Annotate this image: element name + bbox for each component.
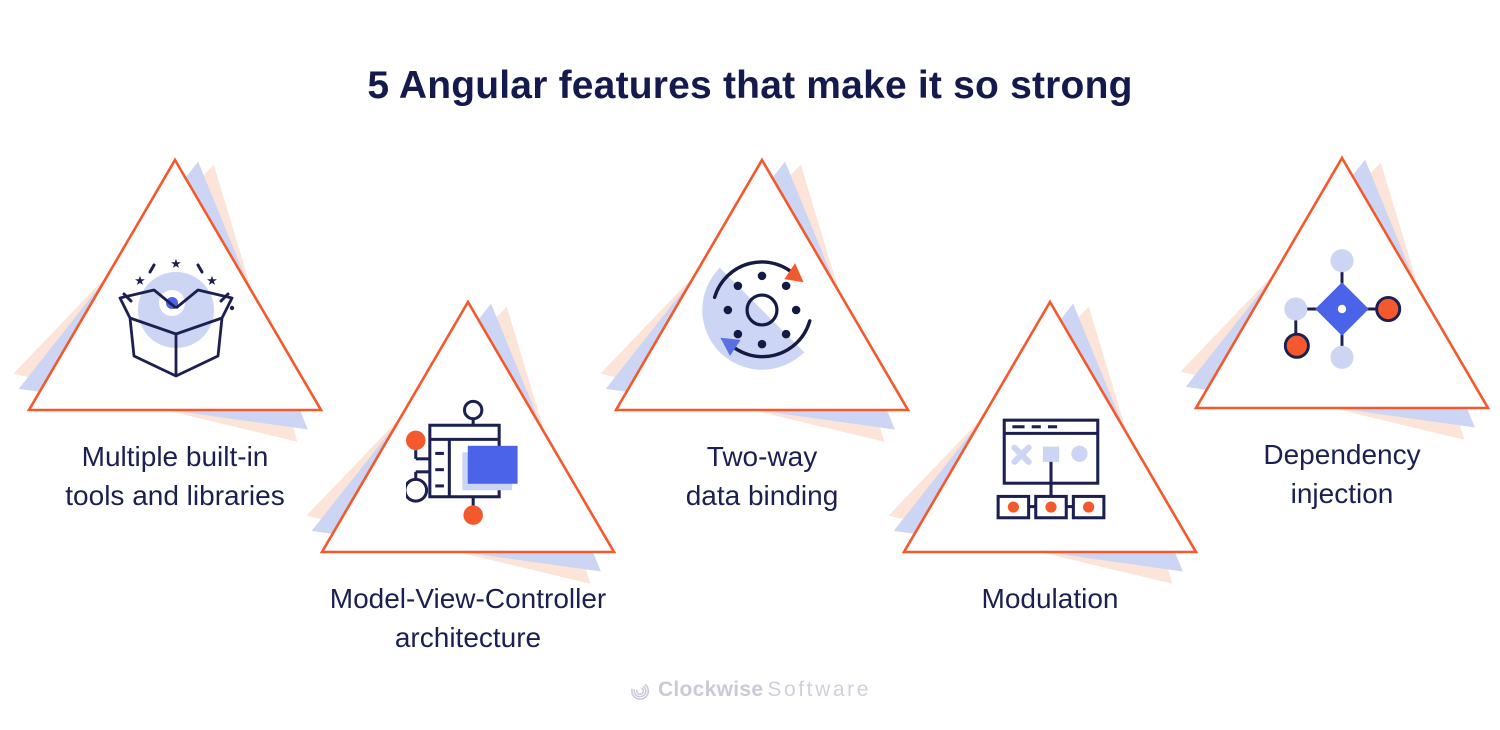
- feature-label: Modulation: [981, 583, 1119, 614]
- feature-card-modulation: Modulation: [888, 298, 1200, 678]
- counter-arrowhead: [720, 337, 741, 356]
- mvc-window-icon: [406, 399, 518, 525]
- circular-sync-icon: [702, 260, 812, 370]
- feature-card-two-way-binding: Two-way data binding: [600, 156, 912, 536]
- feature-label: Two-way data binding: [685, 441, 839, 511]
- clockwise-arrowhead: [784, 263, 804, 283]
- feature-card-mvc: Model-View-Controller architecture: [306, 298, 618, 678]
- feature-card-dependency-injection: Dependency injection: [1180, 154, 1492, 534]
- clockwise-swirl-icon: [630, 683, 650, 700]
- feature-card-multiple-tools: ★ ★ ★ Multiple built-in tools and librar…: [13, 156, 325, 536]
- orange-triangle-outline: [613, 157, 911, 412]
- svg-text:★: ★: [170, 257, 182, 272]
- module-tree-icon: [996, 418, 1106, 520]
- svg-text:★: ★: [206, 274, 218, 289]
- feature-label: Model-View-Controller architecture: [329, 583, 607, 653]
- brand-light: Software: [767, 678, 872, 701]
- open-box-icon: ★ ★ ★: [118, 257, 235, 378]
- node-graph-icon: [1283, 249, 1402, 369]
- feature-label: Multiple built-in tools and libraries: [65, 441, 285, 511]
- feature-label: Dependency injection: [1263, 439, 1421, 509]
- page-title: 5 Angular features that make it so stron…: [367, 64, 1133, 107]
- svg-text:★: ★: [134, 274, 146, 289]
- brand-bold: Clockwise: [657, 678, 764, 701]
